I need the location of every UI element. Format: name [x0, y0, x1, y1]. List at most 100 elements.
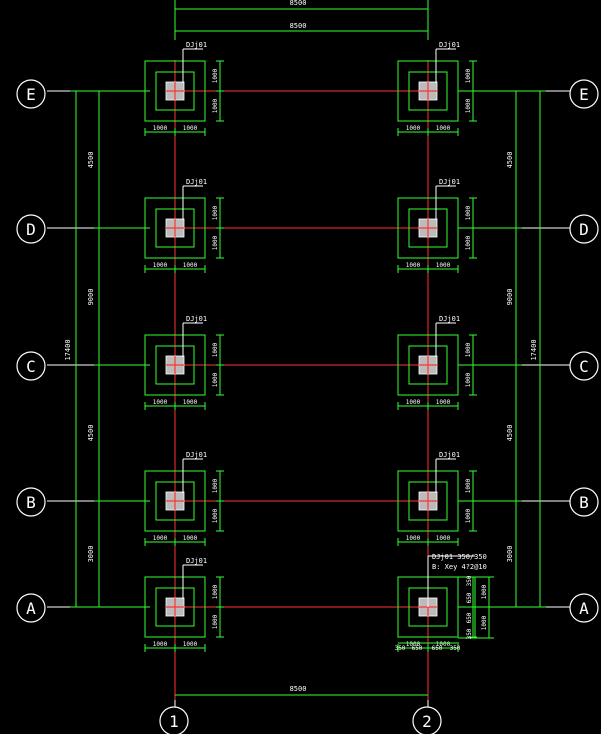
footing-tag: DJj01 — [439, 41, 460, 49]
footing-dim-bottom-left: 1000 — [406, 262, 421, 269]
footing-dim-bottom-right: 1000 — [183, 262, 198, 269]
footing-dim-bottom-right: 1000 — [183, 535, 198, 542]
row-label-d-right: D — [579, 220, 589, 239]
footing-tag: DJj01 — [186, 451, 207, 459]
footing-tag: DJj01 — [186, 178, 207, 186]
footing-step — [408, 71, 448, 111]
footing-c1: 1000 1000 1000 1000 DJj01 — [144, 315, 224, 410]
left-dim-e-d: 4500 — [87, 152, 95, 169]
footing-step — [155, 481, 195, 521]
footing-outer — [397, 470, 459, 532]
special-side-dim-2: 650 — [466, 592, 473, 603]
row-label-c-right: C — [579, 357, 589, 376]
left-dim-total: 17400 — [64, 339, 72, 360]
footing-dim-bottom-left: 1000 — [406, 641, 421, 648]
footing-dim-side-bottom: 1000 — [465, 98, 472, 113]
footing-dim-bottom-right: 1000 — [183, 399, 198, 406]
footing-step — [408, 345, 448, 385]
footing-dim-bottom-left: 1000 — [406, 535, 421, 542]
footing-step — [155, 71, 195, 111]
top-dim-label-1: 8500 — [290, 0, 307, 7]
footing-dim-side-bottom: 1000 — [465, 235, 472, 250]
row-label-a-right: A — [579, 599, 589, 618]
footing-dim-side-bottom: 1000 — [212, 508, 219, 523]
footing-tag: DJj01 — [186, 557, 207, 565]
row-label-d-left: D — [26, 220, 36, 239]
special-bottom-dim-3: 650 — [432, 645, 443, 652]
footing-dim-side-bottom: 1000 — [212, 372, 219, 387]
special-side-dim-3: 650 — [466, 612, 473, 623]
footing-dim-side-top: 1000 — [212, 68, 219, 83]
special-footing-side-dims — [458, 576, 494, 639]
footing-outer — [144, 334, 206, 396]
col-label-2: 2 — [422, 712, 432, 731]
footing-dim-side-top: 1000 — [212, 342, 219, 357]
top-dimension — [174, 0, 429, 40]
footing-dim-side-bottom: 1000 — [212, 614, 219, 629]
footing-dim-bottom-left: 1000 — [153, 125, 168, 132]
left-dim-b-a: 3000 — [87, 546, 95, 563]
footing-dim-side-top: 1000 — [212, 205, 219, 220]
right-dim-b-a: 3000 — [506, 546, 514, 563]
footing-dim-side-bottom: 1000 — [465, 508, 472, 523]
footing-dim-bottom-right: 1000 — [436, 399, 451, 406]
right-dim-e-d: 4500 — [506, 152, 514, 169]
footing-dim-bottom-left: 1000 — [153, 641, 168, 648]
left-dim-d-c: 9000 — [87, 289, 95, 306]
footing-outer — [397, 334, 459, 396]
footing-e1: 1000 1000 1000 1000 DJj01 — [144, 41, 224, 136]
footing-step — [155, 587, 195, 627]
special-side-dim-1: 350 — [466, 575, 473, 586]
footing-dim-side-top: 1000 — [212, 584, 219, 599]
row-bubbles-left — [16, 79, 46, 623]
footing-dim-side-bottom: 1000 — [212, 98, 219, 113]
footing-a1: 1000 1000 1000 1000 DJj01 — [144, 557, 224, 652]
footing-dim-side-top: 1000 — [465, 205, 472, 220]
footing-outer — [397, 60, 459, 122]
footing-outer — [144, 60, 206, 122]
row-label-a-left: A — [26, 599, 36, 618]
footing-dim-bottom-left: 1000 — [153, 535, 168, 542]
footing-outer — [144, 197, 206, 259]
special-bottom-dim-1: 350 — [395, 645, 406, 652]
footing-dim-bottom-right: 1000 — [183, 641, 198, 648]
footing-dim-side-top: 1000 — [465, 342, 472, 357]
footing-dim-bottom-right: 1000 — [436, 535, 451, 542]
special-side-dim-4: 350 — [466, 628, 473, 639]
column-bubbles — [159, 706, 442, 734]
footing-dim-bottom-right: 1000 — [183, 125, 198, 132]
col-label-1: 1 — [169, 712, 179, 731]
footing-dim-bottom-left: 1000 — [153, 399, 168, 406]
footing-dim-side-top: 1000 — [465, 68, 472, 83]
footing-dim-bottom-left: 1000 — [406, 125, 421, 132]
special-side-outer-1: 1000 — [481, 584, 488, 599]
footing-outer — [144, 470, 206, 532]
footing-step — [155, 208, 195, 248]
footing-tag: DJj01 — [186, 315, 207, 323]
special-side-outer-2: 1000 — [481, 615, 488, 630]
row-label-e-right: E — [579, 85, 589, 104]
right-dim-c-b: 4500 — [506, 425, 514, 442]
footing-dim-bottom-right: 1000 — [436, 262, 451, 269]
right-dim-total: 17400 — [530, 339, 538, 360]
left-dimension — [70, 90, 150, 608]
footing-tag: DJj01 — [439, 451, 460, 459]
footing-outer — [397, 197, 459, 259]
left-dim-c-b: 4500 — [87, 425, 95, 442]
footing-tag: DJj01 — [186, 41, 207, 49]
footing-dim-bottom-right: 1000 — [436, 641, 451, 648]
row-label-e-left: E — [26, 85, 36, 104]
footing-dim-bottom-right: 1000 — [436, 125, 451, 132]
footing-dim-bottom-left: 1000 — [406, 399, 421, 406]
row-label-b-right: B — [579, 493, 589, 512]
special-note-line-1: DJj01 350/350 — [432, 553, 487, 561]
top-dim-label-2: 8500 — [290, 22, 307, 30]
footing-dim-side-bottom: 1000 — [465, 372, 472, 387]
special-bottom-dim-4: 350 — [450, 645, 461, 652]
